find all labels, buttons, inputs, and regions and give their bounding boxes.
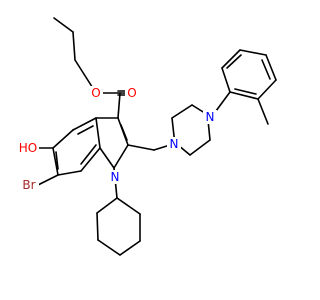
bond [52, 129, 74, 149]
bond [117, 92, 121, 119]
piperazine-n1-label: N [170, 137, 179, 151]
bond [80, 144, 97, 165]
bond [234, 88, 257, 95]
structure-diagram: O O HO Br N N N [17, 17, 277, 256]
bond [52, 147, 59, 176]
bond [97, 239, 121, 256]
bond [77, 125, 94, 135]
bond [239, 49, 267, 56]
bond [37, 174, 59, 186]
bond [95, 117, 101, 149]
bond [257, 79, 277, 100]
hydroxyl-label: HO [19, 141, 37, 155]
bond [127, 144, 155, 151]
indole-nitrogen-label: N [111, 170, 120, 184]
ester-oxygen-label: O [91, 86, 100, 100]
bromine-label: Br [22, 178, 35, 192]
bond [96, 212, 99, 241]
bond [226, 54, 242, 69]
bond [53, 17, 74, 33]
bond [72, 31, 76, 61]
bond [96, 197, 118, 214]
bond [113, 144, 129, 169]
bond [257, 98, 269, 125]
bond [116, 197, 141, 215]
carbonyl-oxygen-label: O [127, 86, 136, 100]
bond [189, 139, 211, 156]
bond [80, 147, 101, 172]
bond [72, 117, 97, 131]
piperazine-n4-label: N [206, 110, 215, 124]
molecule-canvas: O O HO Br N N N [17, 17, 277, 256]
bond [57, 170, 82, 176]
bond [99, 147, 115, 169]
bond [171, 104, 193, 119]
bond [265, 54, 277, 81]
bond [119, 240, 141, 256]
bond [55, 151, 59, 170]
bond [261, 59, 271, 80]
bond [229, 91, 259, 100]
atom-labels: O O HO Br N N N [17, 86, 217, 192]
bonds [37, 17, 277, 256]
bond [221, 67, 231, 93]
bond [221, 49, 241, 69]
bond [120, 124, 128, 141]
